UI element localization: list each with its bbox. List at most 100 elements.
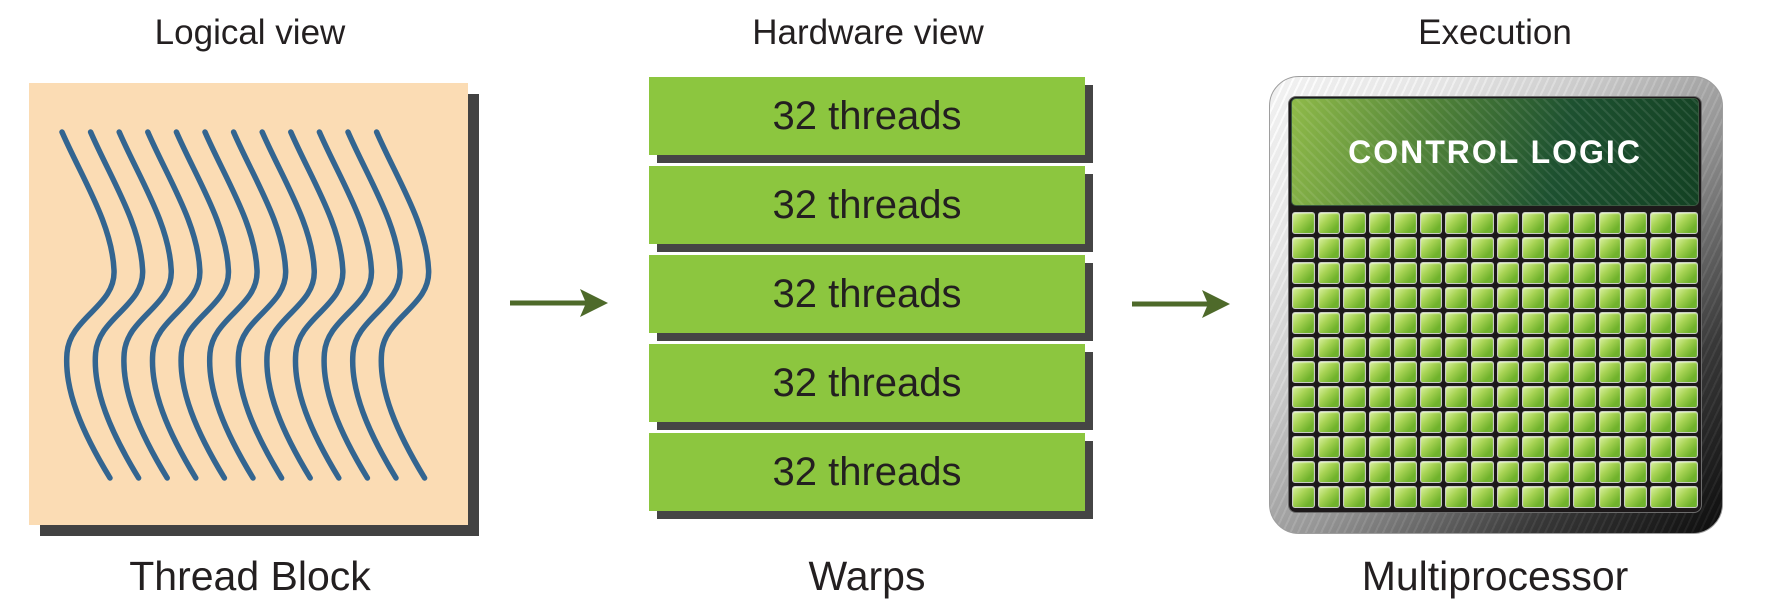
core-cell [1419, 311, 1443, 334]
thread-block-label: Thread Block [129, 553, 371, 599]
core-cell [1343, 386, 1366, 409]
core-cell [1522, 436, 1545, 459]
core-cell [1292, 436, 1315, 459]
core-cell [1675, 486, 1698, 508]
core-cell [1368, 261, 1392, 284]
warp-bar: 32 threads [649, 166, 1085, 244]
core-cell [1649, 261, 1673, 284]
core-cell [1547, 436, 1571, 459]
core-cell [1394, 386, 1417, 409]
core-cell [1624, 336, 1647, 359]
chip-die: CONTROL LOGIC [1288, 96, 1702, 513]
core-cell [1522, 212, 1545, 234]
core-cell [1419, 286, 1443, 309]
thread-line [173, 129, 232, 481]
core-cell [1573, 386, 1596, 409]
core-cell [1547, 336, 1571, 359]
core-cell [1292, 212, 1315, 234]
core-cell [1522, 286, 1545, 309]
core-cell [1496, 261, 1520, 284]
core-cell [1522, 336, 1545, 359]
core-cell [1573, 436, 1596, 459]
core-cell [1624, 361, 1647, 384]
core-cell [1317, 286, 1341, 309]
core-cell [1598, 261, 1622, 284]
core-cell [1675, 411, 1698, 434]
core-cell [1445, 212, 1468, 234]
core-cell [1394, 336, 1417, 359]
core-cell [1649, 486, 1673, 508]
core-cell [1496, 361, 1520, 384]
thread-lines-svg [59, 129, 432, 481]
core-cell [1343, 286, 1366, 309]
core-cell [1624, 486, 1647, 508]
core-cell [1624, 461, 1647, 484]
core-cell [1573, 411, 1596, 434]
core-cell [1343, 261, 1366, 284]
core-cell [1343, 212, 1366, 234]
core-cell [1649, 411, 1673, 434]
core-cell [1522, 261, 1545, 284]
core-cell [1675, 261, 1698, 284]
core-cell [1522, 311, 1545, 334]
thread-line [145, 129, 203, 481]
warp-bar: 32 threads [649, 77, 1085, 155]
core-cell [1598, 436, 1622, 459]
core-cell [1317, 336, 1341, 359]
core-cell [1470, 236, 1494, 259]
core-cell [1470, 311, 1494, 334]
thread-line [259, 129, 317, 481]
core-cell [1317, 361, 1341, 384]
core-cell [1445, 361, 1468, 384]
thread-line [288, 129, 346, 481]
core-cell [1368, 386, 1392, 409]
core-cell [1445, 311, 1468, 334]
core-cell [1598, 212, 1622, 234]
core-cell [1649, 212, 1673, 234]
core-cell [1317, 486, 1341, 508]
core-cell [1292, 361, 1315, 384]
core-cell [1496, 411, 1520, 434]
core-cell [1675, 236, 1698, 259]
core-cell [1573, 486, 1596, 508]
core-cell [1317, 461, 1341, 484]
core-cell [1598, 411, 1622, 434]
core-cell [1624, 212, 1647, 234]
core-cell [1368, 311, 1392, 334]
core-cell [1292, 311, 1315, 334]
core-cell [1470, 461, 1494, 484]
core-cell [1496, 486, 1520, 508]
core-cell [1598, 486, 1622, 508]
execution-title: Execution [1418, 13, 1572, 52]
core-cell [1675, 336, 1698, 359]
core-cell [1343, 486, 1366, 508]
core-cell [1649, 386, 1673, 409]
core-cell [1317, 236, 1341, 259]
core-cell [1394, 436, 1417, 459]
core-cell [1649, 236, 1673, 259]
core-cell [1470, 286, 1494, 309]
core-cell [1419, 261, 1443, 284]
core-cell [1496, 461, 1520, 484]
thread-line [202, 129, 260, 481]
core-cell [1343, 461, 1366, 484]
core-cell [1522, 461, 1545, 484]
core-cell [1470, 261, 1494, 284]
warp-bar: 32 threads [649, 344, 1085, 422]
core-cell [1649, 436, 1673, 459]
core-cell [1624, 286, 1647, 309]
core-cell [1317, 436, 1341, 459]
core-cell [1496, 236, 1520, 259]
core-cell [1547, 286, 1571, 309]
thread-line [345, 129, 403, 481]
core-cell [1394, 361, 1417, 384]
core-cell [1675, 386, 1698, 409]
core-cell [1445, 436, 1468, 459]
core-cell [1394, 286, 1417, 309]
core-cell [1445, 286, 1468, 309]
core-cell [1547, 411, 1571, 434]
core-cell [1573, 336, 1596, 359]
core-cell [1343, 436, 1366, 459]
core-cell [1470, 212, 1494, 234]
